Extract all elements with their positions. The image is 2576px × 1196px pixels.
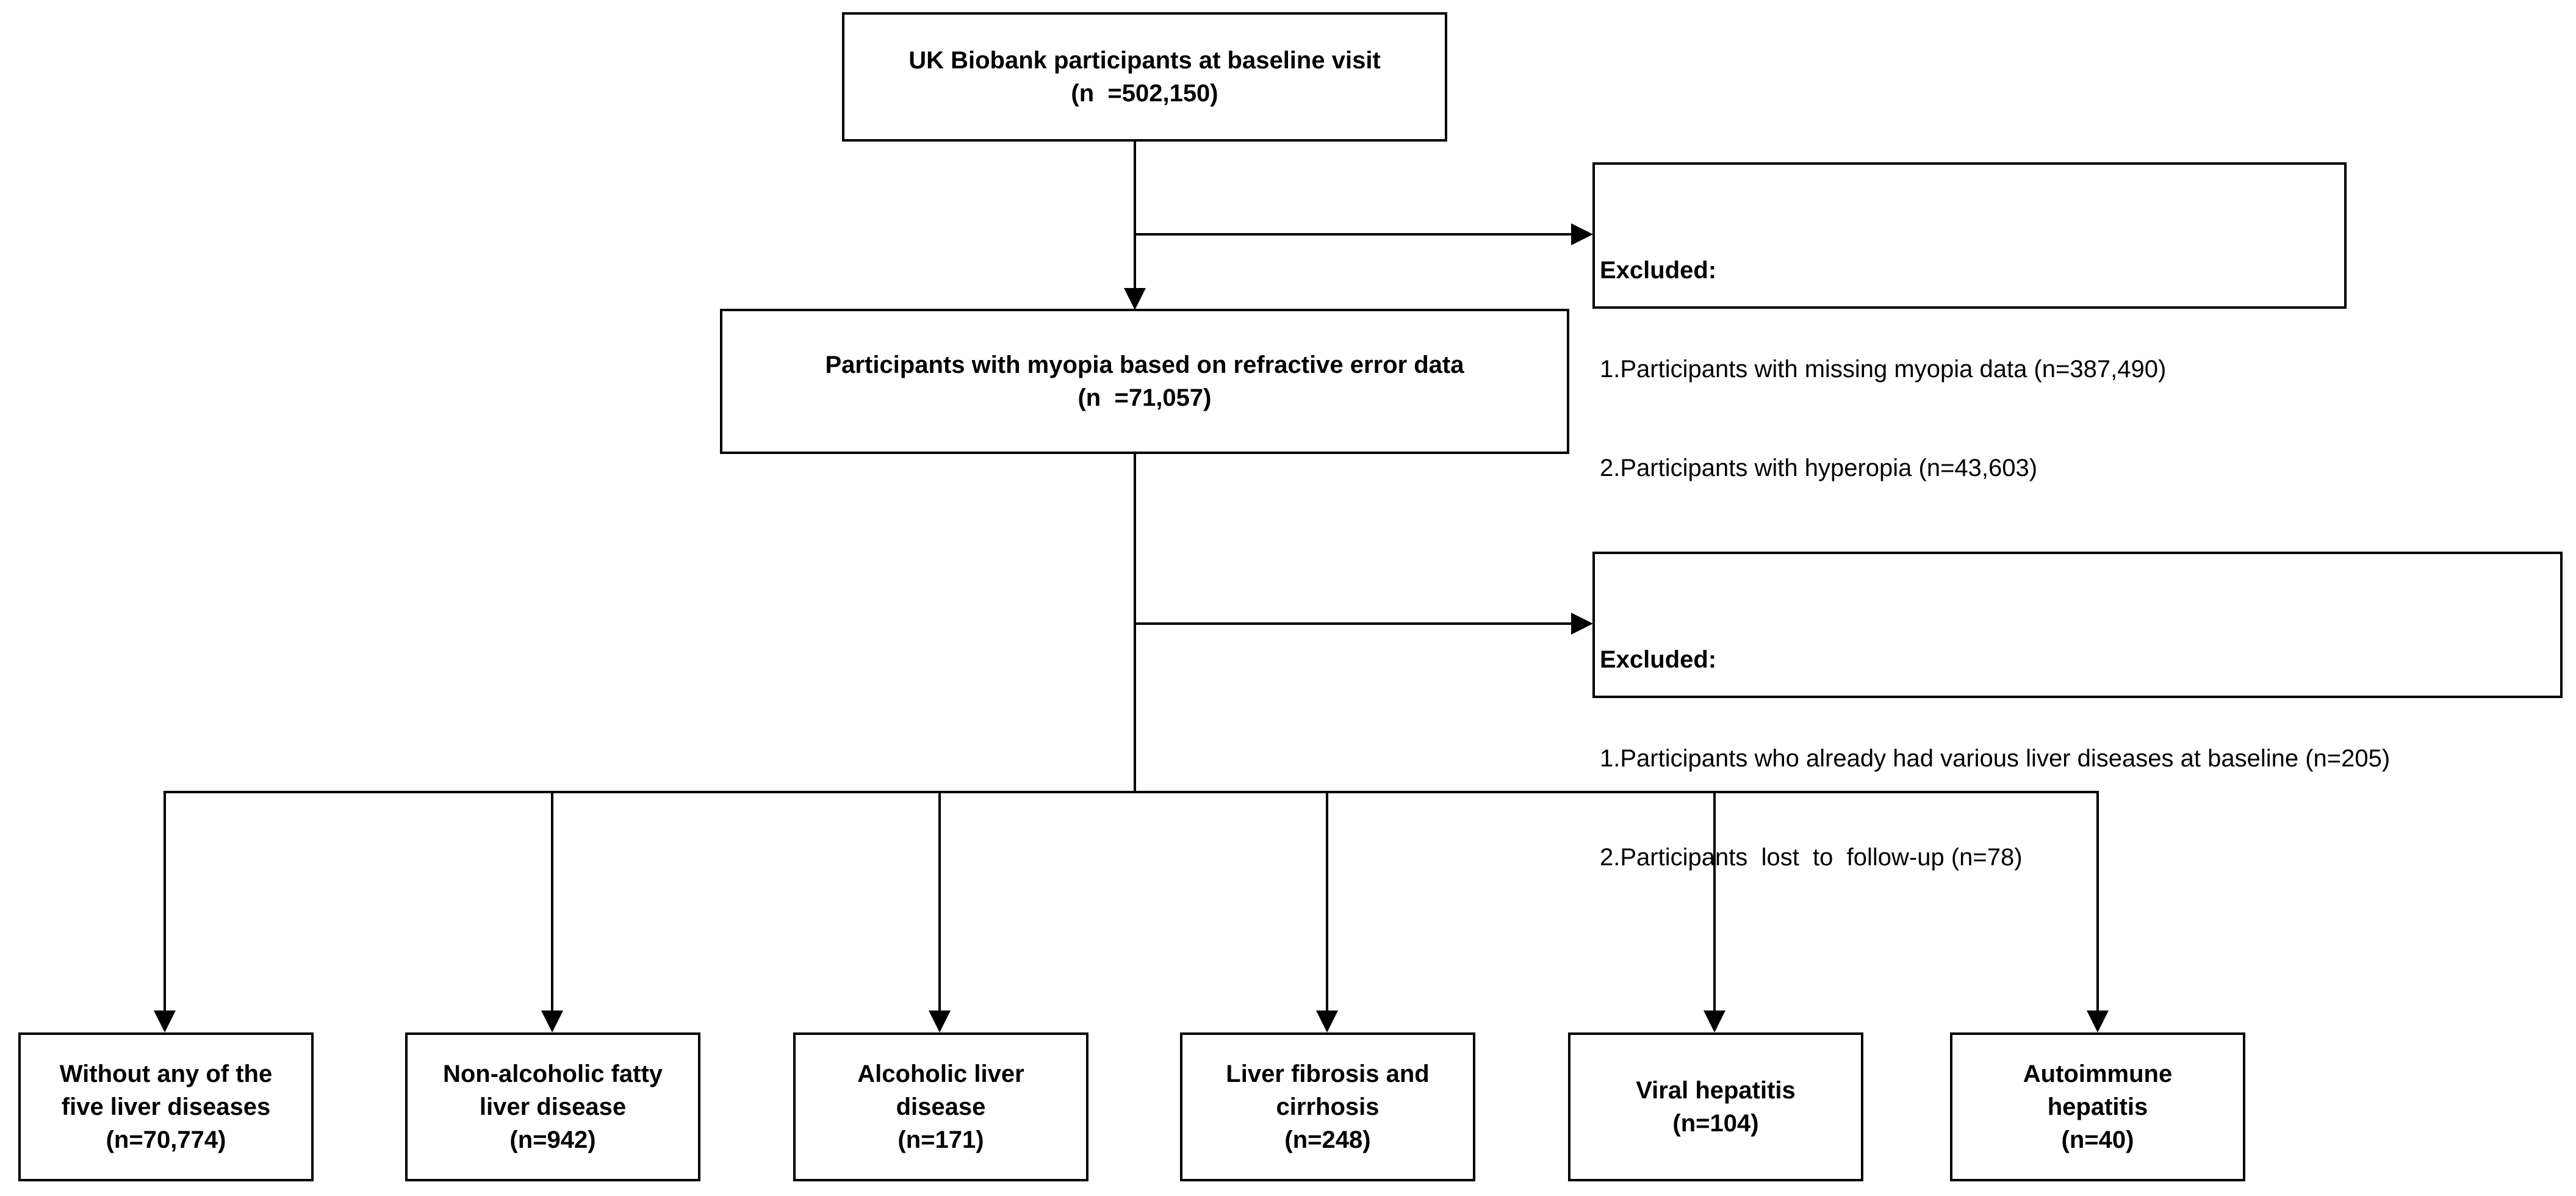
outcome-box-nafld: Non-alcoholic fatty liver disease (n=942…	[405, 1032, 700, 1181]
myopia-participants-count: (n =71,057)	[1078, 384, 1212, 411]
outcome-4-line-1: Liver fibrosis and	[1226, 1061, 1430, 1087]
exclusion-1-title: Excluded:	[1600, 257, 1717, 284]
arrowhead-exclusion-1	[1571, 223, 1593, 245]
outcome-6-line-1: Autoimmune	[2023, 1061, 2173, 1087]
outcome-box-no-liver-disease: Without any of the five liver diseases (…	[18, 1032, 314, 1181]
arrowhead-middle-box	[1124, 288, 1146, 310]
arrowhead-outcome-1	[154, 1010, 176, 1032]
outcome-1-line-1: Without any of the	[59, 1061, 273, 1087]
outcome-2-line-2: liver disease	[479, 1093, 627, 1120]
myopia-participants-box: Participants with myopia based on refrac…	[720, 309, 1569, 454]
exclusion-box-2: Excluded: 1.Participants who already had…	[1592, 552, 2563, 871]
baseline-participants-box: UK Biobank participants at baseline visi…	[842, 12, 1447, 142]
outcome-2-count: (n=942)	[509, 1126, 596, 1153]
baseline-participants-title: UK Biobank participants at baseline visi…	[908, 47, 1381, 74]
outcome-box-viral-hepatitis: Viral hepatitis (n=104)	[1568, 1032, 1863, 1181]
outcome-4-line-2: cirrhosis	[1276, 1093, 1380, 1120]
outcome-6-count: (n=40)	[2061, 1126, 2134, 1153]
exclusion-2-item-1: 1.Participants who already had various l…	[1600, 745, 2391, 772]
arrowhead-outcome-6	[2087, 1010, 2109, 1032]
outcome-1-count: (n=70,774)	[106, 1126, 226, 1153]
arrowhead-exclusion-2	[1571, 613, 1593, 635]
arrowhead-outcome-2	[541, 1010, 563, 1032]
arrowhead-outcome-4	[1316, 1010, 1338, 1032]
outcome-box-autoimmune-hepatitis: Autoimmune hepatitis (n=40)	[1950, 1032, 2245, 1181]
outcome-5-line-1: Viral hepatitis	[1636, 1077, 1796, 1104]
exclusion-2-item-2: 2.Participants lost to follow-up (n=78)	[1600, 844, 2023, 871]
outcome-5-count: (n=104)	[1672, 1110, 1759, 1137]
outcome-3-line-1: Alcoholic liver	[857, 1061, 1024, 1087]
outcome-box-fibrosis-cirrhosis: Liver fibrosis and cirrhosis (n=248)	[1180, 1032, 1475, 1181]
arrowhead-outcome-3	[929, 1010, 951, 1032]
exclusion-1-item-1: 1.Participants with missing myopia data …	[1600, 356, 2167, 383]
outcome-4-count: (n=248)	[1284, 1126, 1371, 1153]
outcome-1-line-2: five liver diseases	[61, 1093, 271, 1120]
outcome-box-alcoholic-liver-disease: Alcoholic liver disease (n=171)	[793, 1032, 1088, 1181]
outcome-2-line-1: Non-alcoholic fatty	[442, 1061, 663, 1087]
outcome-3-line-2: disease	[896, 1093, 986, 1120]
exclusion-2-title: Excluded:	[1600, 646, 1717, 673]
outcome-6-line-2: hepatitis	[2047, 1093, 2148, 1120]
baseline-participants-count: (n =502,150)	[1071, 80, 1218, 107]
myopia-participants-title: Participants with myopia based on refrac…	[825, 351, 1464, 378]
exclusion-box-1: Excluded: 1.Participants with missing my…	[1592, 162, 2347, 481]
arrowhead-outcome-5	[1704, 1010, 1725, 1032]
exclusion-1-item-2: 2.Participants with hyperopia (n=43,603)	[1600, 455, 2038, 481]
outcome-3-count: (n=171)	[898, 1126, 984, 1153]
